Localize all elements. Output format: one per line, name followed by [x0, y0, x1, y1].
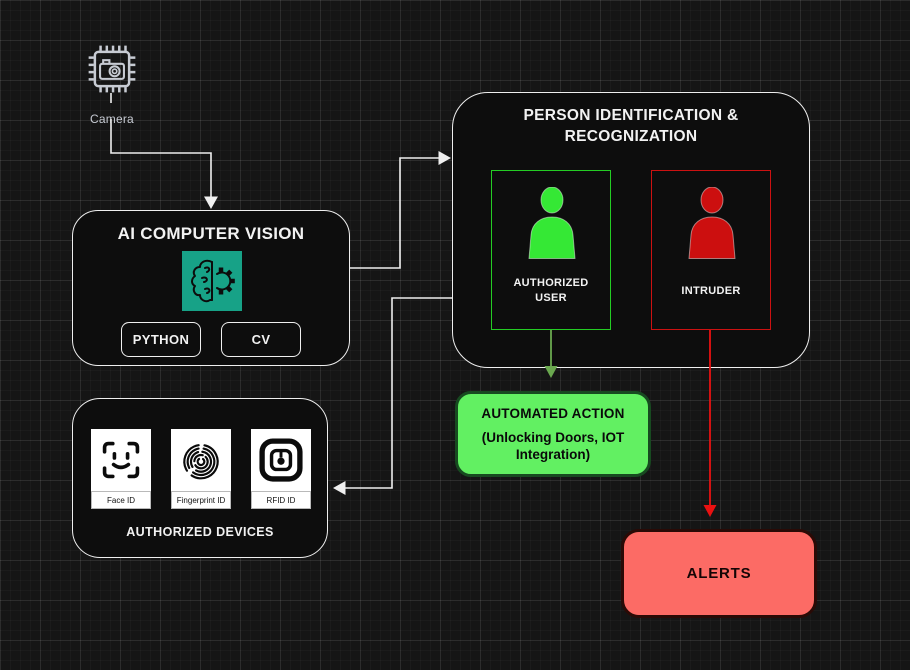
- intruder-person-icon: [688, 187, 736, 259]
- alerts-label: ALERTS: [686, 565, 752, 582]
- python-badge: PYTHON: [121, 322, 201, 357]
- automated-action-title: AUTOMATED ACTION: [481, 405, 625, 421]
- camera-node: Camera: [84, 42, 140, 126]
- rfid-icon: [251, 429, 311, 491]
- arrowhead-person-to-devices: [333, 481, 346, 495]
- arrowhead-intruder-to-alerts: [703, 505, 717, 517]
- cv-badge: CV: [221, 322, 301, 357]
- rfid-id-label: RFID ID: [251, 491, 311, 509]
- authorized-devices-title: AUTHORIZED DEVICES: [126, 525, 274, 539]
- alerts-box: ALERTS: [621, 529, 817, 618]
- connector-person-to-devices: [343, 297, 452, 489]
- camera-label: Camera: [90, 112, 134, 126]
- authorized-user-card: AUTHORIZED USER: [491, 170, 611, 330]
- intruder-card: INTRUDER: [651, 170, 771, 330]
- authorized-user-person-icon: [528, 187, 576, 259]
- intruder-label: INTRUDER: [681, 284, 741, 297]
- automated-action-box: AUTOMATED ACTION (Unlocking Doors, IOT I…: [455, 391, 651, 477]
- person-box-title-line1: PERSON IDENTIFICATION &: [523, 107, 739, 124]
- face-id-device: Face ID: [91, 429, 151, 509]
- arrowhead-camera-to-ai: [204, 196, 218, 209]
- person-box-title: PERSON IDENTIFICATION & RECOGNIZATION: [453, 105, 809, 147]
- camera-chip-icon: [88, 45, 136, 93]
- arrowhead-ai-to-person: [438, 151, 451, 165]
- ai-box-title: AI COMPUTER VISION: [117, 224, 305, 243]
- ai-tech-buttons: PYTHON CV: [73, 322, 349, 357]
- person-box-title-line2: RECOGNIZATION: [564, 128, 698, 145]
- fingerprint-icon: [171, 429, 231, 491]
- ai-computer-vision-box: AI COMPUTER VISION PYTHON CV: [72, 210, 350, 366]
- person-identification-box: PERSON IDENTIFICATION & RECOGNIZATION AU…: [452, 92, 810, 368]
- fingerprint-id-label: Fingerprint ID: [171, 491, 231, 509]
- connector-ai-to-person: [350, 157, 441, 269]
- authorized-user-label: AUTHORIZED USER: [513, 277, 589, 304]
- face-id-icon: [91, 429, 151, 491]
- ai-brain-gear-icon: [182, 251, 242, 311]
- authorized-devices-box: Face ID Fingerprint ID: [72, 398, 328, 558]
- automated-action-subtitle: (Unlocking Doors, IOT Integration): [481, 429, 625, 462]
- fingerprint-id-device: Fingerprint ID: [171, 429, 231, 509]
- face-id-label: Face ID: [91, 491, 151, 509]
- rfid-id-device: RFID ID: [251, 429, 311, 509]
